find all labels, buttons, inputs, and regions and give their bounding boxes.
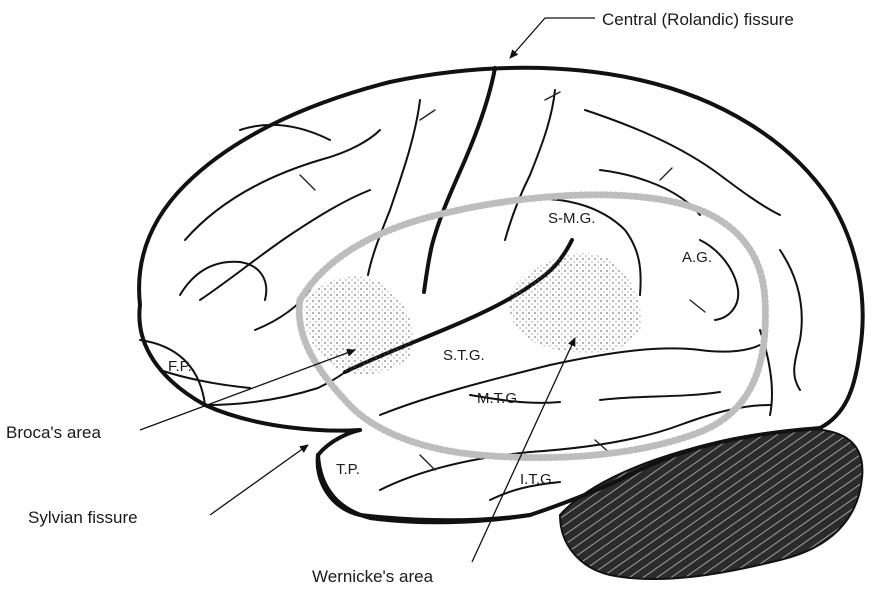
central-fissure-line [424, 68, 495, 292]
frontal-sulcus-4 [180, 262, 266, 300]
central-fissure-pointer [510, 18, 595, 58]
temporal-pole-label: T.P. [336, 461, 360, 478]
occipital-sulcus-1 [780, 250, 802, 390]
middle-temporal-label: M.T.G. [477, 390, 521, 407]
twig-1 [420, 110, 435, 120]
precentral-sulcus [368, 100, 420, 275]
superior-temporal-label: S.T.G. [443, 347, 485, 364]
twig-7 [690, 300, 705, 312]
twig-4 [660, 168, 672, 180]
twig-6 [420, 455, 435, 470]
central-fissure-label: Central (Rolandic) fissure [602, 10, 794, 29]
sylvian-pointer [210, 445, 308, 515]
wernicke-region [509, 253, 641, 353]
twig-3 [300, 175, 315, 190]
superior-temporal-sulcus [380, 345, 760, 415]
sylvian-label: Sylvian fissure [28, 508, 138, 527]
supramarginal-label: S-M.G. [548, 210, 596, 227]
inferior-temporal-label: I.T.G. [520, 471, 556, 488]
broca-label: Broca's area [6, 423, 101, 442]
twig-2 [545, 92, 560, 100]
angular-gyrus-label: A.G. [682, 249, 712, 266]
wernicke-label: Wernicke's area [312, 567, 434, 586]
broca-region [304, 277, 413, 375]
temporal-sulcus-4 [600, 392, 720, 400]
frontal-sulcus-2 [185, 130, 380, 240]
frontal-pole-label: F.P. [168, 358, 192, 375]
